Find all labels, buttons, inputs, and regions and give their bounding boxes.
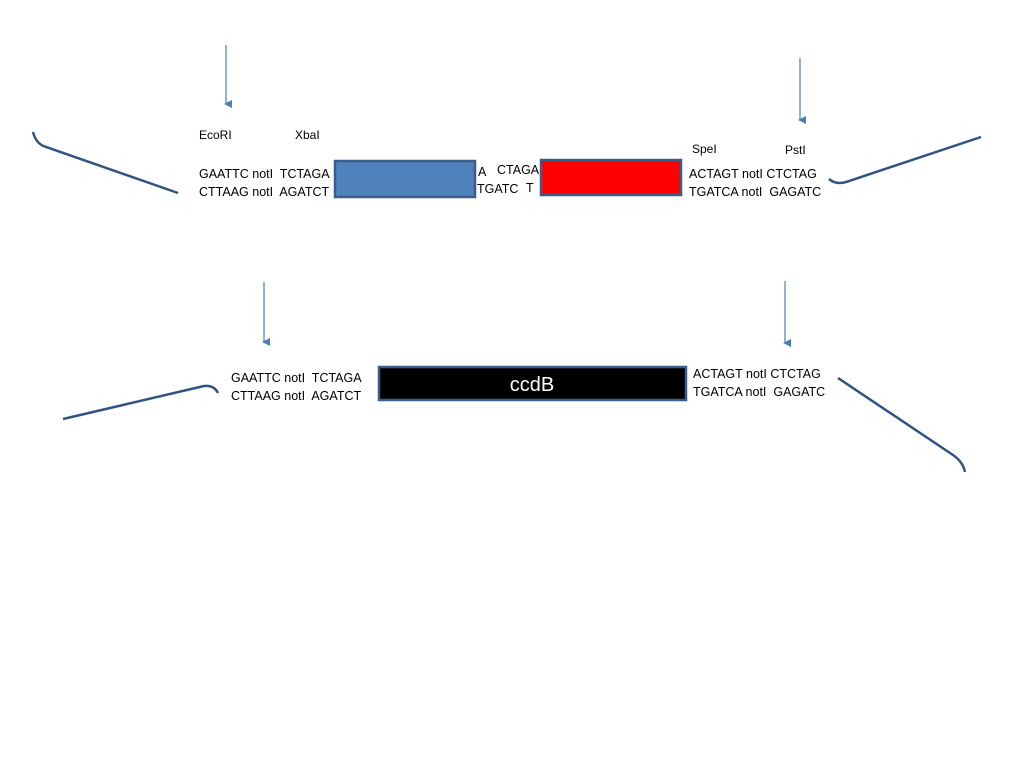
top-right-site-bottom-strand: TGATCA notI GAGATC (689, 185, 821, 199)
top-left-vector-line (31, 131, 179, 195)
bottom-right-site-top-strand: ACTAGT notI CTCTAG (693, 367, 821, 381)
bottom-left-vector-line (62, 384, 220, 421)
bottom-construct: GAATTC notI TCTAGA CTTAAG notI AGATCT cc… (62, 281, 967, 473)
enzyme-label-psti: PstI (785, 143, 806, 157)
enzyme-label-xbai: XbaI (295, 128, 320, 142)
bottom-right-site-bottom-strand: TGATCA notI GAGATC (693, 385, 825, 399)
enzyme-label-ecori: EcoRI (199, 128, 232, 142)
red-part-box (539, 158, 683, 197)
top-right-site-top-strand: ACTAGT notI CTCTAG (689, 167, 817, 181)
top-right-vector-line (828, 135, 982, 185)
top-left-site-top-strand: GAATTC notI TCTAGA (199, 167, 330, 181)
junction-top-ctaga: CTAGA (497, 163, 540, 177)
blue-part-box (333, 159, 477, 199)
bottom-left-site-bottom-strand: CTTAAG notI AGATCT (231, 389, 361, 403)
junction-top-a: A (478, 165, 487, 179)
top-construct: EcoRI XbaI SpeI PstI GAATTC notI TCTAGA … (31, 45, 982, 199)
bottom-right-vector-line (837, 376, 967, 473)
junction-bottom-tgatc: TGATC (477, 182, 518, 196)
ccdb-label: ccdB (510, 374, 554, 396)
ccdb-box (377, 365, 688, 402)
top-left-site-bottom-strand: CTTAAG notI AGATCT (199, 185, 329, 199)
enzyme-label-spei: SpeI (692, 142, 717, 156)
bottom-left-site-top-strand: GAATTC notI TCTAGA (231, 371, 362, 385)
junction-bottom-t: T (526, 181, 534, 195)
